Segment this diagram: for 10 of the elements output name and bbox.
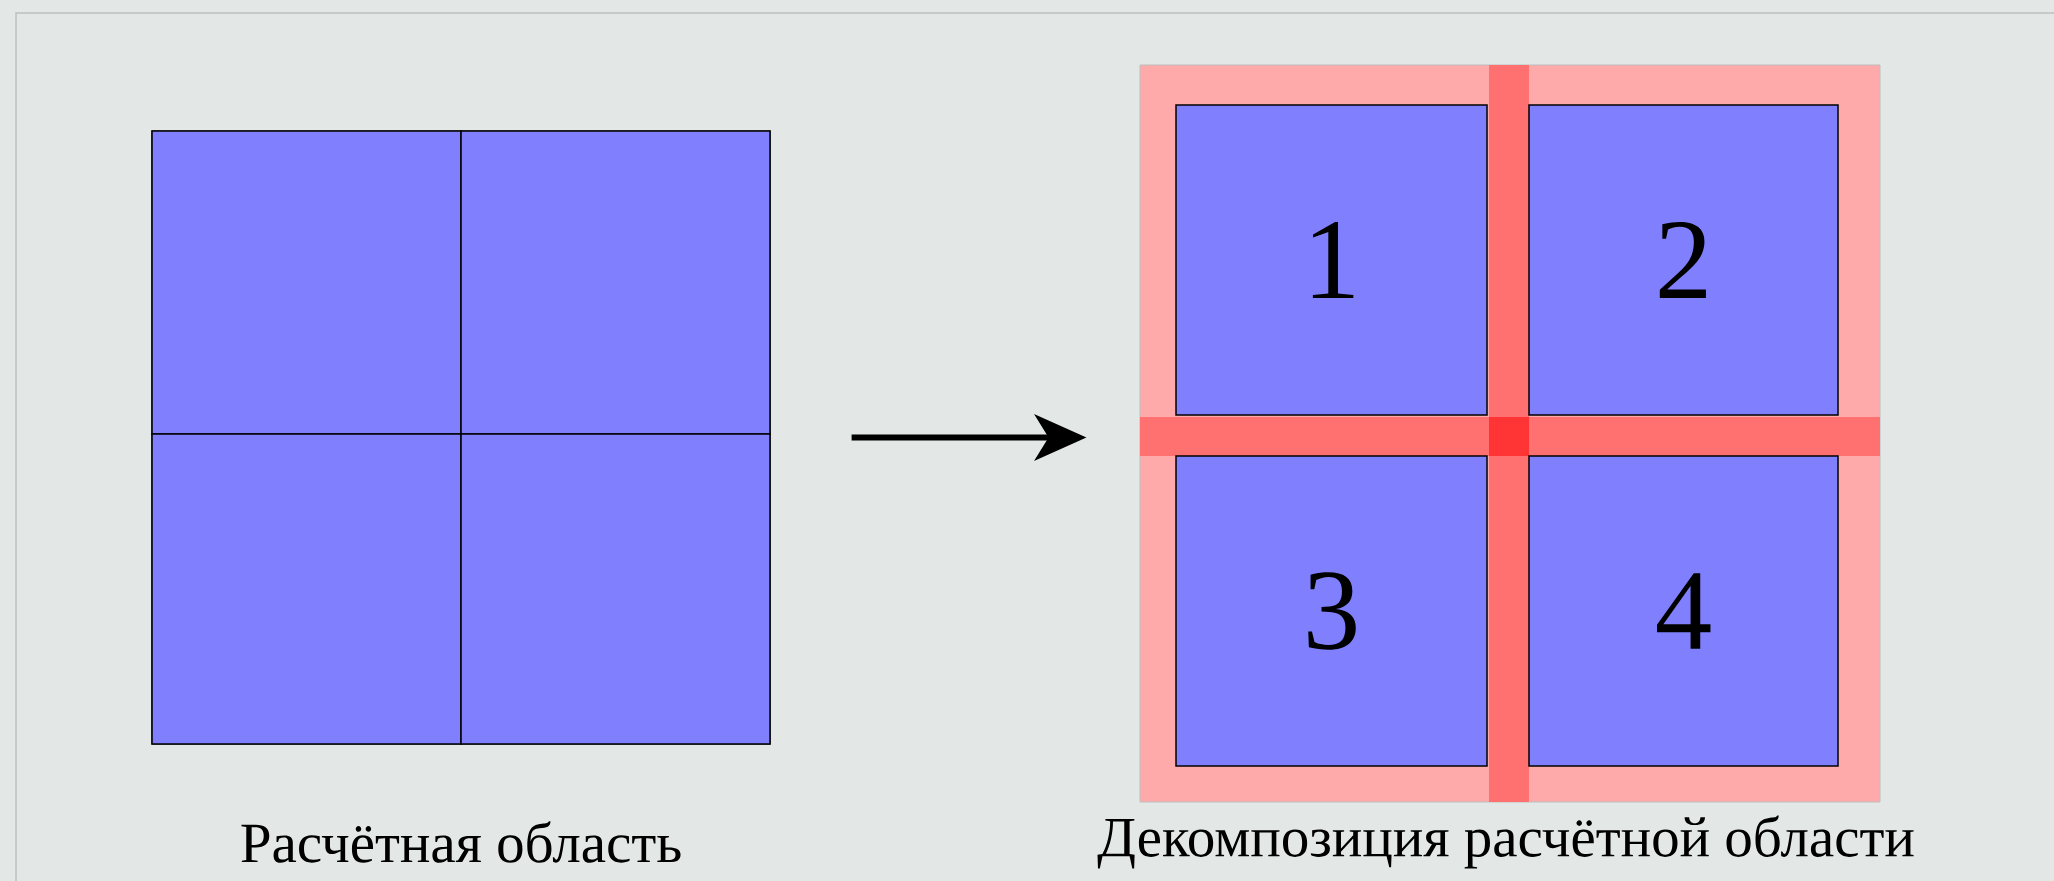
quadrant-box: [460, 433, 771, 745]
caption-text: Декомпозиция расчётной области: [1097, 815, 1914, 869]
subdomain-box: 3: [1175, 455, 1488, 767]
subdomain-box: 1: [1175, 104, 1488, 416]
caption-text: Расчётная область: [241, 821, 681, 863]
quadrant-box: [151, 433, 462, 745]
quadrant-box: [151, 130, 462, 435]
subdomain-box: 2: [1528, 104, 1839, 416]
subdomain-box: 4: [1528, 455, 1839, 767]
quadrant-box: [460, 130, 771, 435]
